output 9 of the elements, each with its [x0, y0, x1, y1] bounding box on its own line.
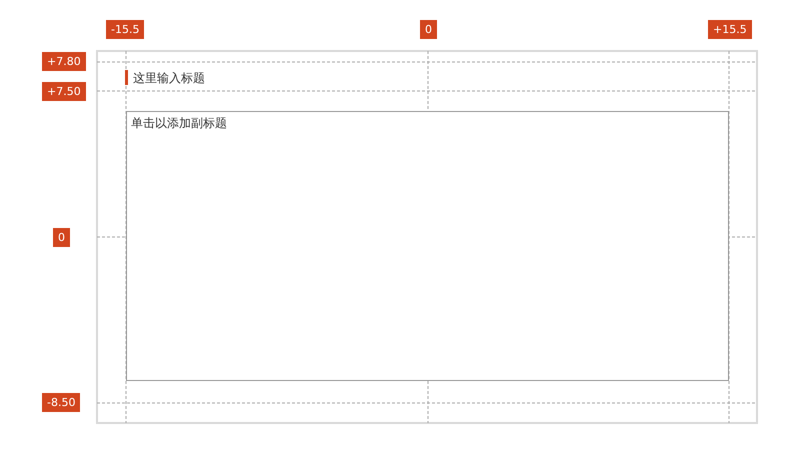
guide-value-tag: +7.50 — [42, 82, 86, 101]
guide-value-tag: -15.5 — [106, 20, 144, 39]
title-text: 这里输入标题 — [133, 70, 205, 87]
guide-value-tag: 0 — [53, 228, 70, 247]
subtitle-box: 单击以添加副标题 — [126, 111, 729, 381]
guide-value-tag: +7.80 — [42, 52, 86, 71]
guide-value-tag: 0 — [420, 20, 437, 39]
guide-value-tag: -8.50 — [42, 393, 80, 412]
guide-value-tag: +15.5 — [708, 20, 752, 39]
